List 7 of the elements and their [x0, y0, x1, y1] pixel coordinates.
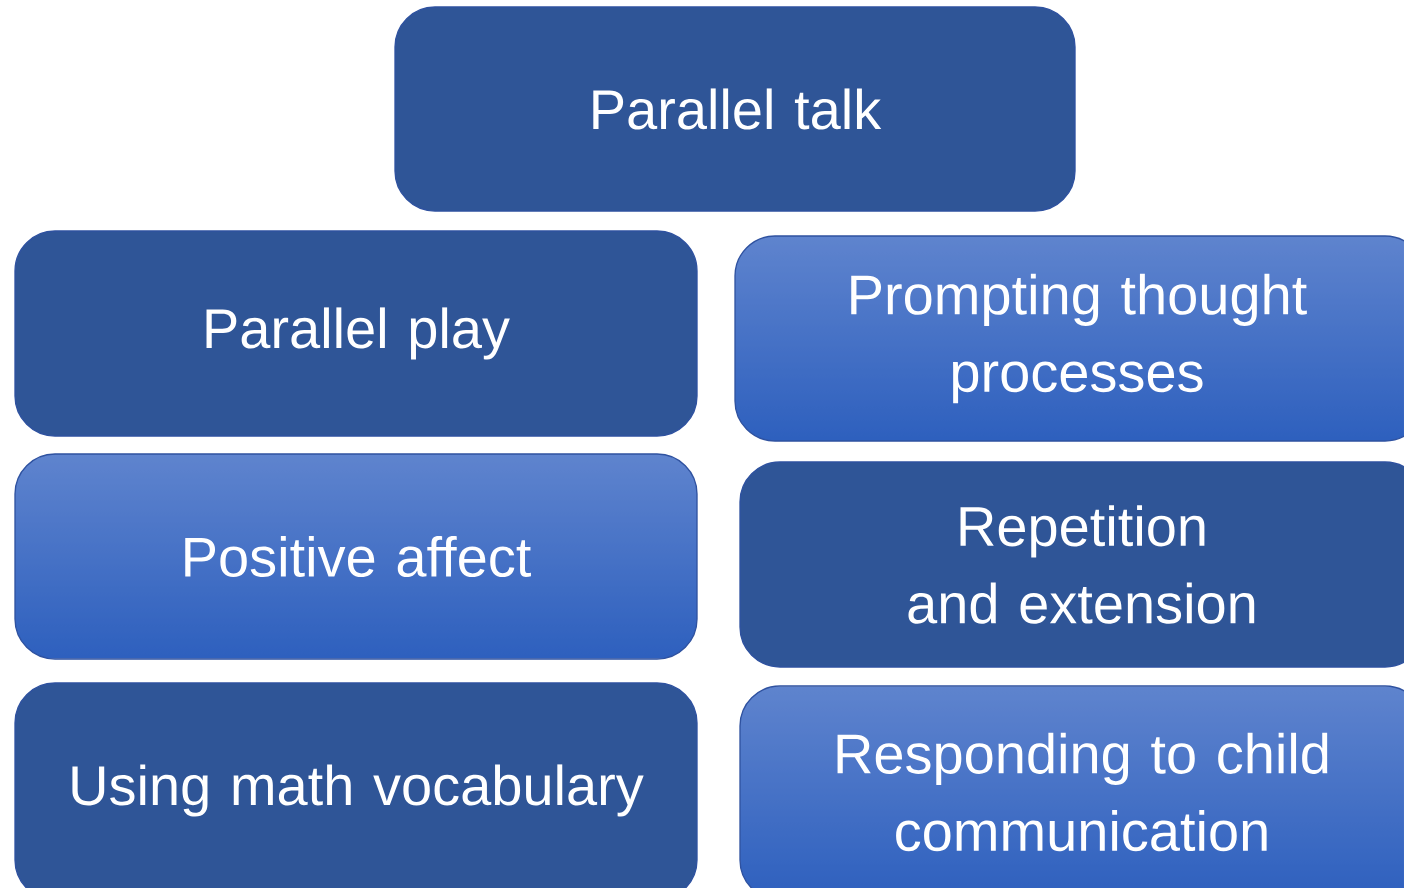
rounded-box: Parallel play [14, 230, 698, 437]
rounded-box: Using math vocabulary [14, 682, 698, 888]
rounded-box: Responding to child communication [739, 685, 1404, 888]
rounded-box: Parallel talk [394, 6, 1076, 212]
rounded-box: Repetition and extension [739, 461, 1404, 668]
rounded-box: Prompting thought processes [734, 235, 1404, 442]
rounded-box: Positive affect [14, 453, 698, 660]
